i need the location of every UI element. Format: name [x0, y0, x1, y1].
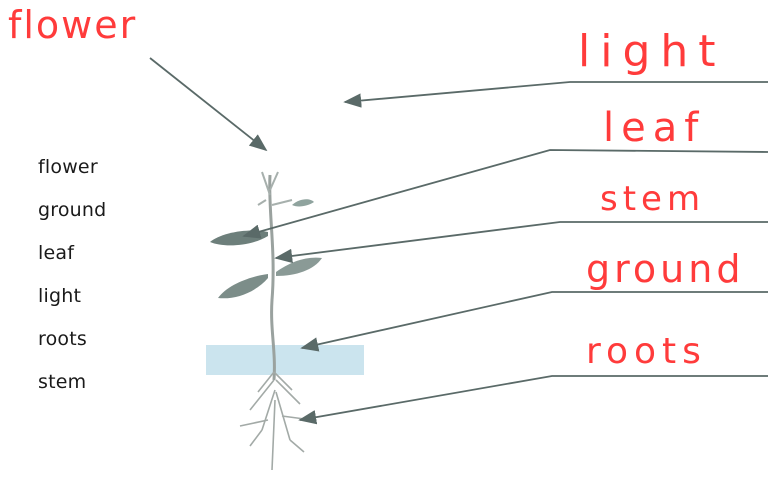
word-bank-item: light: [38, 287, 106, 306]
plant-roots: [240, 372, 312, 470]
word-bank-item: leaf: [38, 244, 106, 263]
word-bank-item: ground: [38, 201, 106, 220]
leaf-upper: [210, 230, 268, 245]
leaf-lower-right: [276, 258, 322, 276]
handwritten-label-light: light: [578, 30, 726, 74]
handwritten-label-leaf: leaf: [603, 108, 705, 148]
word-bank-item: roots: [38, 330, 106, 349]
arrow-light: [345, 82, 768, 102]
handwritten-label-roots: roots: [586, 334, 707, 370]
ground-band: [206, 345, 364, 375]
word-bank-item: stem: [38, 373, 106, 392]
leaf-lower-left: [218, 274, 268, 298]
handwritten-label-flower: flower: [8, 6, 137, 44]
arrow-flower: [150, 58, 266, 150]
flower-twig: [258, 172, 292, 205]
word-bank: flower ground leaf light roots stem: [38, 158, 106, 392]
flower-leaflet: [292, 199, 314, 206]
arrow-roots: [300, 376, 768, 420]
handwritten-label-stem: stem: [600, 182, 705, 216]
word-bank-item: flower: [38, 158, 106, 177]
handwritten-label-ground: ground: [586, 250, 744, 288]
